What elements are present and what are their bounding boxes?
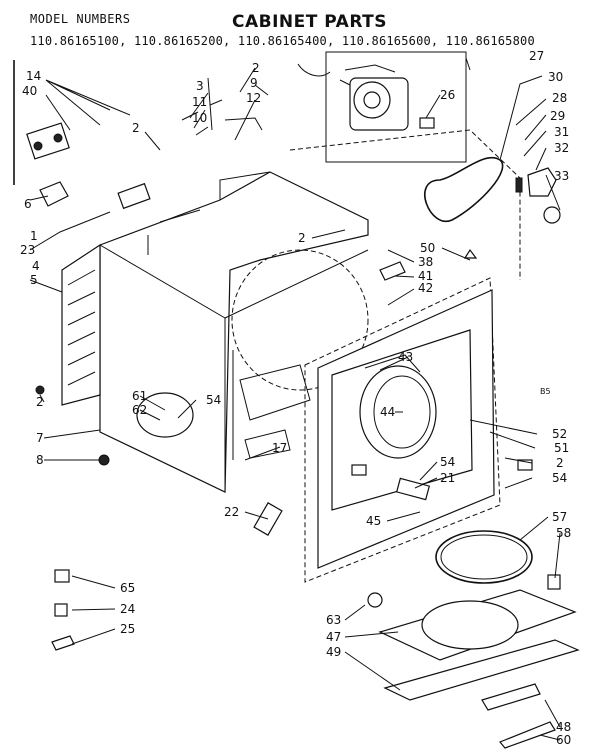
callout-22: 22 bbox=[224, 505, 239, 519]
front-panel bbox=[304, 277, 501, 583]
callout-12: 12 bbox=[246, 91, 261, 105]
callout-2c: 2 bbox=[298, 231, 306, 245]
callout-65: 65 bbox=[120, 581, 135, 595]
model-numbers-label: MODEL NUMBERS bbox=[30, 12, 131, 26]
callout-42: 42 bbox=[418, 281, 433, 295]
callout-23: 23 bbox=[20, 243, 35, 257]
callout-28: 28 bbox=[552, 91, 567, 105]
callout-45: 45 bbox=[366, 514, 381, 528]
callout-60: 60 bbox=[556, 733, 571, 747]
drive-belt bbox=[424, 157, 504, 223]
callout-4: 4 bbox=[32, 259, 40, 273]
callout-8: 8 bbox=[36, 453, 44, 467]
callout-31: 31 bbox=[554, 125, 569, 139]
callout-26: 26 bbox=[440, 88, 455, 102]
callout-labels: 14 40 3 11 10 2 2 9 12 27 30 26 28 29 31… bbox=[20, 49, 571, 747]
callout-6: 6 bbox=[24, 197, 32, 211]
callout-57: 57 bbox=[552, 510, 567, 524]
callout-32: 32 bbox=[554, 141, 569, 155]
motor-part bbox=[339, 64, 435, 131]
callout-40: 40 bbox=[22, 84, 37, 98]
door-seal bbox=[435, 530, 533, 584]
callout-9: 9 bbox=[250, 76, 258, 90]
side-panel bbox=[61, 243, 101, 406]
callout-30: 30 bbox=[548, 70, 563, 84]
idler-assembly bbox=[515, 167, 561, 224]
callout-43: 43 bbox=[398, 350, 413, 364]
callout-10: 10 bbox=[192, 111, 207, 125]
callout-2d: 2 bbox=[36, 395, 44, 409]
callout-33: 33 bbox=[554, 169, 569, 183]
callout-14: 14 bbox=[26, 69, 41, 83]
callout-17: 17 bbox=[272, 441, 287, 455]
callout-41: 41 bbox=[418, 269, 433, 283]
callout-2a: 2 bbox=[132, 121, 140, 135]
callout-25: 25 bbox=[120, 622, 135, 636]
callout-1: 1 bbox=[30, 229, 38, 243]
callout-49: 49 bbox=[326, 645, 341, 659]
motor-box bbox=[325, 51, 467, 163]
callout-47: 47 bbox=[326, 630, 341, 644]
ref-b5: B5 bbox=[540, 387, 551, 396]
callout-54a: 54 bbox=[206, 393, 221, 407]
callout-48: 48 bbox=[556, 720, 571, 734]
callout-63: 63 bbox=[326, 613, 341, 627]
callout-27: 27 bbox=[529, 49, 544, 63]
callout-38: 38 bbox=[418, 255, 433, 269]
hardware-pieces bbox=[26, 63, 561, 651]
page-title: CABINET PARTS bbox=[232, 12, 387, 32]
callout-44: 44 bbox=[380, 405, 395, 419]
callout-58: 58 bbox=[556, 526, 571, 540]
top-outline bbox=[289, 129, 521, 280]
callout-21: 21 bbox=[440, 471, 455, 485]
callout-54b: 54 bbox=[552, 471, 567, 485]
callout-24: 24 bbox=[120, 602, 135, 616]
leader-lines bbox=[29, 57, 561, 741]
toe-panel bbox=[378, 589, 580, 749]
callout-62: 62 bbox=[132, 403, 147, 417]
callout-2e: 2 bbox=[556, 456, 564, 470]
callout-5: 5 bbox=[30, 273, 38, 287]
callout-50: 50 bbox=[420, 241, 435, 255]
model-numbers-list: 110.86165100, 110.86165200, 110.86165400… bbox=[30, 34, 535, 48]
callout-29: 29 bbox=[550, 109, 565, 123]
callout-51: 51 bbox=[554, 441, 569, 455]
callout-52: 52 bbox=[552, 427, 567, 441]
callout-61: 61 bbox=[132, 389, 147, 403]
callout-7: 7 bbox=[36, 431, 44, 445]
callout-11: 11 bbox=[192, 95, 207, 109]
callout-54c: 54 bbox=[440, 455, 455, 469]
callout-3: 3 bbox=[196, 79, 204, 93]
callout-2b: 2 bbox=[252, 61, 260, 75]
